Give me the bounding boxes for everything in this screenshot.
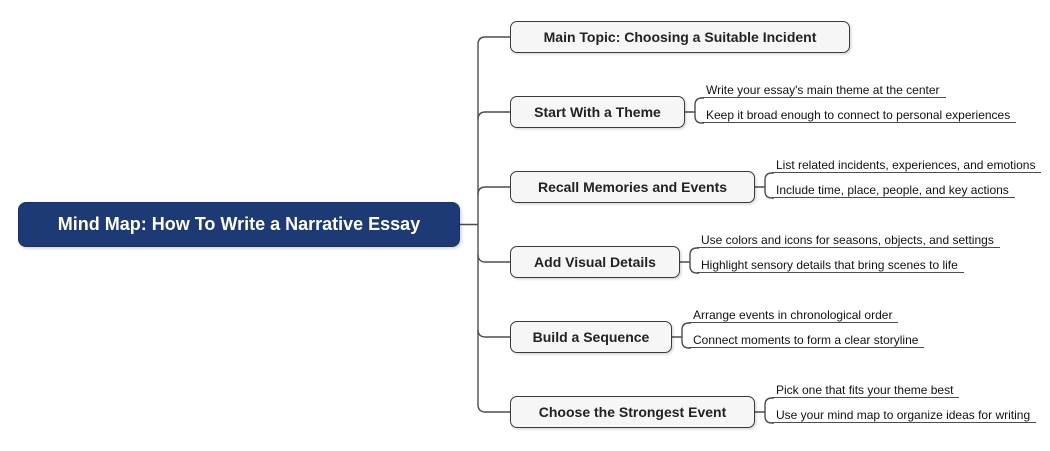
- connector-branch-5-leaves: [672, 322, 691, 349]
- leaf-node[interactable]: Include time, place, people, and key act…: [772, 182, 1015, 198]
- leaf-node[interactable]: Connect moments to form a clear storylin…: [689, 332, 925, 348]
- branch-node-main-topic[interactable]: Main Topic: Choosing a Suitable Incident: [510, 21, 850, 53]
- leaf-node[interactable]: Keep it broad enough to connect to perso…: [702, 107, 1017, 123]
- connector-branch-4: [477, 254, 510, 263]
- connector-branch-1: [477, 36, 510, 45]
- connector-branch-3: [477, 186, 510, 195]
- leaf-node[interactable]: Arrange events in chronological order: [689, 307, 899, 323]
- root-topic-node[interactable]: Mind Map: How To Write a Narrative Essay: [18, 202, 460, 247]
- connector-branch-2-leaves: [685, 97, 704, 124]
- connector-branch-4-leaves: [680, 247, 699, 274]
- connector-branch-5: [477, 329, 510, 338]
- leaf-node[interactable]: Highlight sensory details that bring sce…: [697, 257, 964, 273]
- branch-node-choose-strongest-event[interactable]: Choose the Strongest Event: [510, 396, 755, 428]
- branch-node-start-with-a-theme[interactable]: Start With a Theme: [510, 96, 685, 128]
- leaf-node[interactable]: Write your essay's main theme at the cen…: [702, 82, 946, 98]
- connector-branch-2: [477, 111, 510, 120]
- connector-branch-3-leaves: [755, 172, 774, 199]
- branch-node-add-visual-details[interactable]: Add Visual Details: [510, 246, 680, 278]
- leaf-node[interactable]: Use colors and icons for seasons, object…: [697, 232, 1000, 248]
- leaf-node[interactable]: Pick one that fits your theme best: [772, 382, 960, 398]
- connector-branch-6-leaves: [755, 397, 774, 424]
- connector-branch-6: [477, 404, 510, 413]
- branch-node-build-a-sequence[interactable]: Build a Sequence: [510, 321, 672, 353]
- branch-node-recall-memories[interactable]: Recall Memories and Events: [510, 171, 755, 203]
- leaf-node[interactable]: Use your mind map to organize ideas for …: [772, 407, 1037, 423]
- leaf-node[interactable]: List related incidents, experiences, and…: [772, 157, 1042, 173]
